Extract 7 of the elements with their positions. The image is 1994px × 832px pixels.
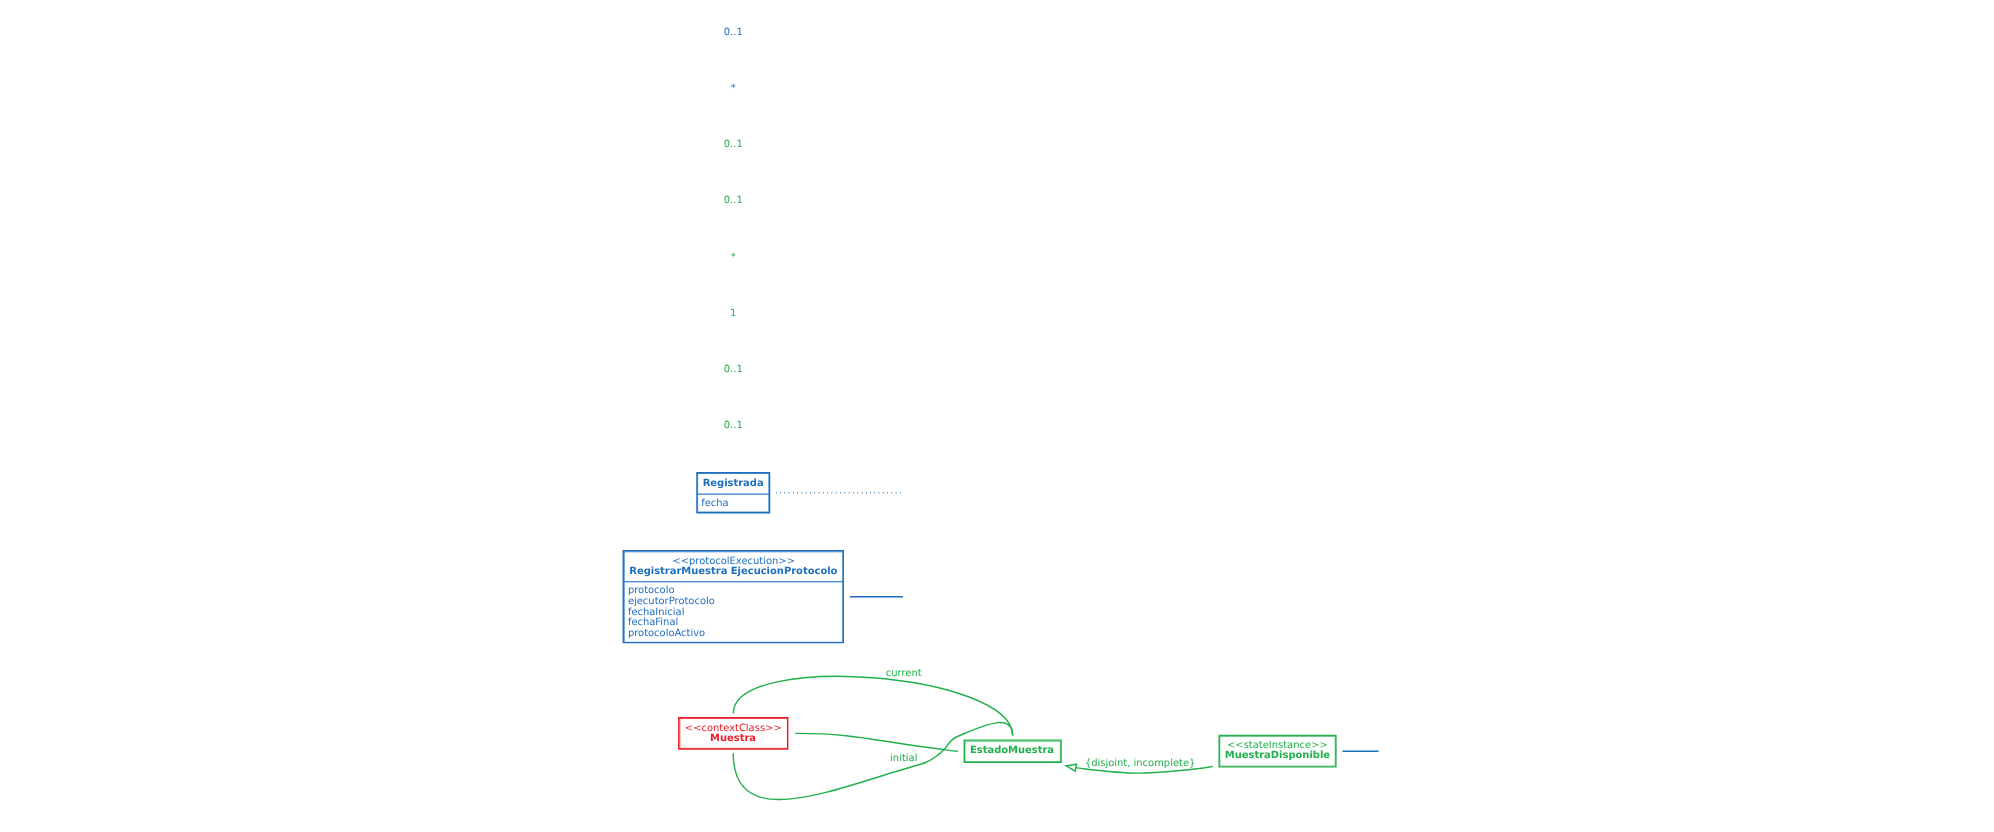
connector	[774, 492, 903, 494]
connector	[731, 721, 1013, 801]
connector	[793, 732, 958, 752]
arrow	[1063, 763, 1213, 774]
connector	[731, 675, 1013, 737]
connector	[848, 596, 903, 598]
connector	[1340, 750, 1379, 752]
